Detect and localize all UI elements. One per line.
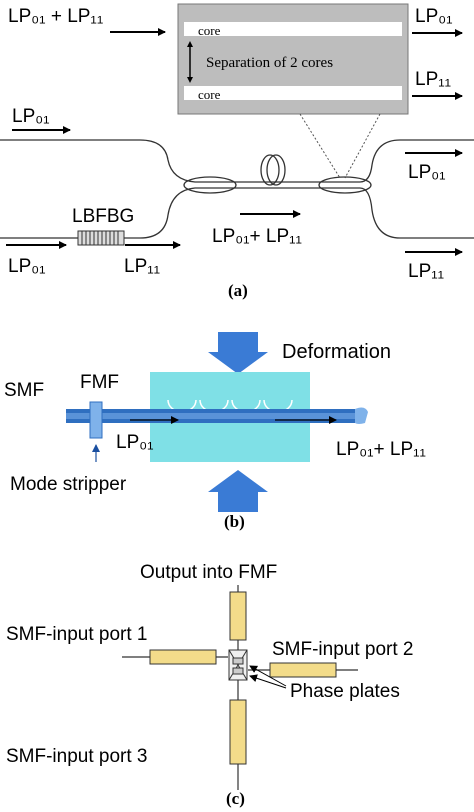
fiber-core xyxy=(66,413,360,419)
right-out-bottom-label: LP₁₁ xyxy=(408,261,444,282)
mode-stripper-label: Mode stripper xyxy=(10,474,127,495)
fiber-loop-1 xyxy=(260,154,280,186)
fiber-end xyxy=(355,407,368,424)
mode-stripper-block xyxy=(89,401,103,439)
right-out-top-label: LP₀₁ xyxy=(408,162,446,183)
plate-bumps xyxy=(167,399,293,413)
inset-pointer-left xyxy=(299,113,341,179)
deformation-arrow-top xyxy=(208,332,268,374)
output-fmf-collimator xyxy=(229,591,247,641)
port1-label: SMF-input port 1 xyxy=(6,624,148,645)
inset-core-bottom-band xyxy=(184,86,402,100)
coupler-fibers xyxy=(0,139,474,239)
port3-label: SMF-input port 3 xyxy=(6,746,148,767)
panel-b: Deformation SMF FMF LP₀₁ LP₀₁+ LP₁₁ Mode… xyxy=(4,332,426,531)
lbfbg-label: LBFBG xyxy=(72,206,134,227)
bottom-out-label: LP₁₁ xyxy=(124,256,160,277)
inset-core-bottom-label: core xyxy=(198,87,221,102)
top-input-label: LP₀₁ + LP₁₁ xyxy=(8,6,103,27)
caption-c: (c) xyxy=(226,789,245,808)
beam-combiner xyxy=(228,649,248,681)
phase-plate-pointer-2 xyxy=(249,674,287,689)
fmf-label: FMF xyxy=(80,372,119,393)
panel-a: LP₀₁ + LP₁₁ core core Separation of 2 co… xyxy=(0,3,474,300)
bottom-in-label: LP₀₁ xyxy=(8,256,46,277)
deformation-arrow-bottom xyxy=(208,470,268,512)
inset-out-lp11-label: LP₁₁ xyxy=(415,69,451,90)
port2-label: SMF-input port 2 xyxy=(272,639,414,660)
port3-collimator xyxy=(229,699,247,765)
coupler-1 xyxy=(183,176,237,194)
coupler-2 xyxy=(318,176,372,194)
port1-collimator xyxy=(149,649,217,665)
inset-core-top-band xyxy=(184,22,402,36)
inset-pointer-right xyxy=(344,113,381,179)
lower-plate xyxy=(150,422,310,462)
inset-core-top-label: core xyxy=(198,23,221,38)
inset-core-cross-section: core core Separation of 2 cores xyxy=(177,3,409,179)
lbfbg-body xyxy=(77,230,125,246)
caption-b: (b) xyxy=(224,512,245,531)
panel-c: Output into FMF SMF-input port 1 SMF-inp… xyxy=(6,562,414,808)
port2-collimator xyxy=(269,662,337,678)
caption-a: (a) xyxy=(228,281,248,300)
phase-plates-label: Phase plates xyxy=(290,681,400,702)
middle-label: LP₀₁+ LP₁₁ xyxy=(212,226,302,247)
inset-out-top-label: LP₀₁ xyxy=(415,6,453,27)
deformation-label: Deformation xyxy=(282,341,391,363)
upper-fiber xyxy=(0,139,474,183)
phase-plate-pointer-1 xyxy=(249,665,287,687)
separation-label: Separation of 2 cores xyxy=(206,55,333,71)
top-left-lp01-label: LP₀₁ xyxy=(12,106,50,127)
lower-fiber xyxy=(0,187,474,239)
lp01-label: LP₀₁ xyxy=(116,432,154,453)
fiber-loop-2 xyxy=(266,154,286,186)
output-label: LP₀₁+ LP₁₁ xyxy=(336,439,426,460)
smf-label: SMF xyxy=(4,380,44,401)
lbfbg-grating xyxy=(77,230,125,246)
output-fmf-label: Output into FMF xyxy=(140,562,277,583)
